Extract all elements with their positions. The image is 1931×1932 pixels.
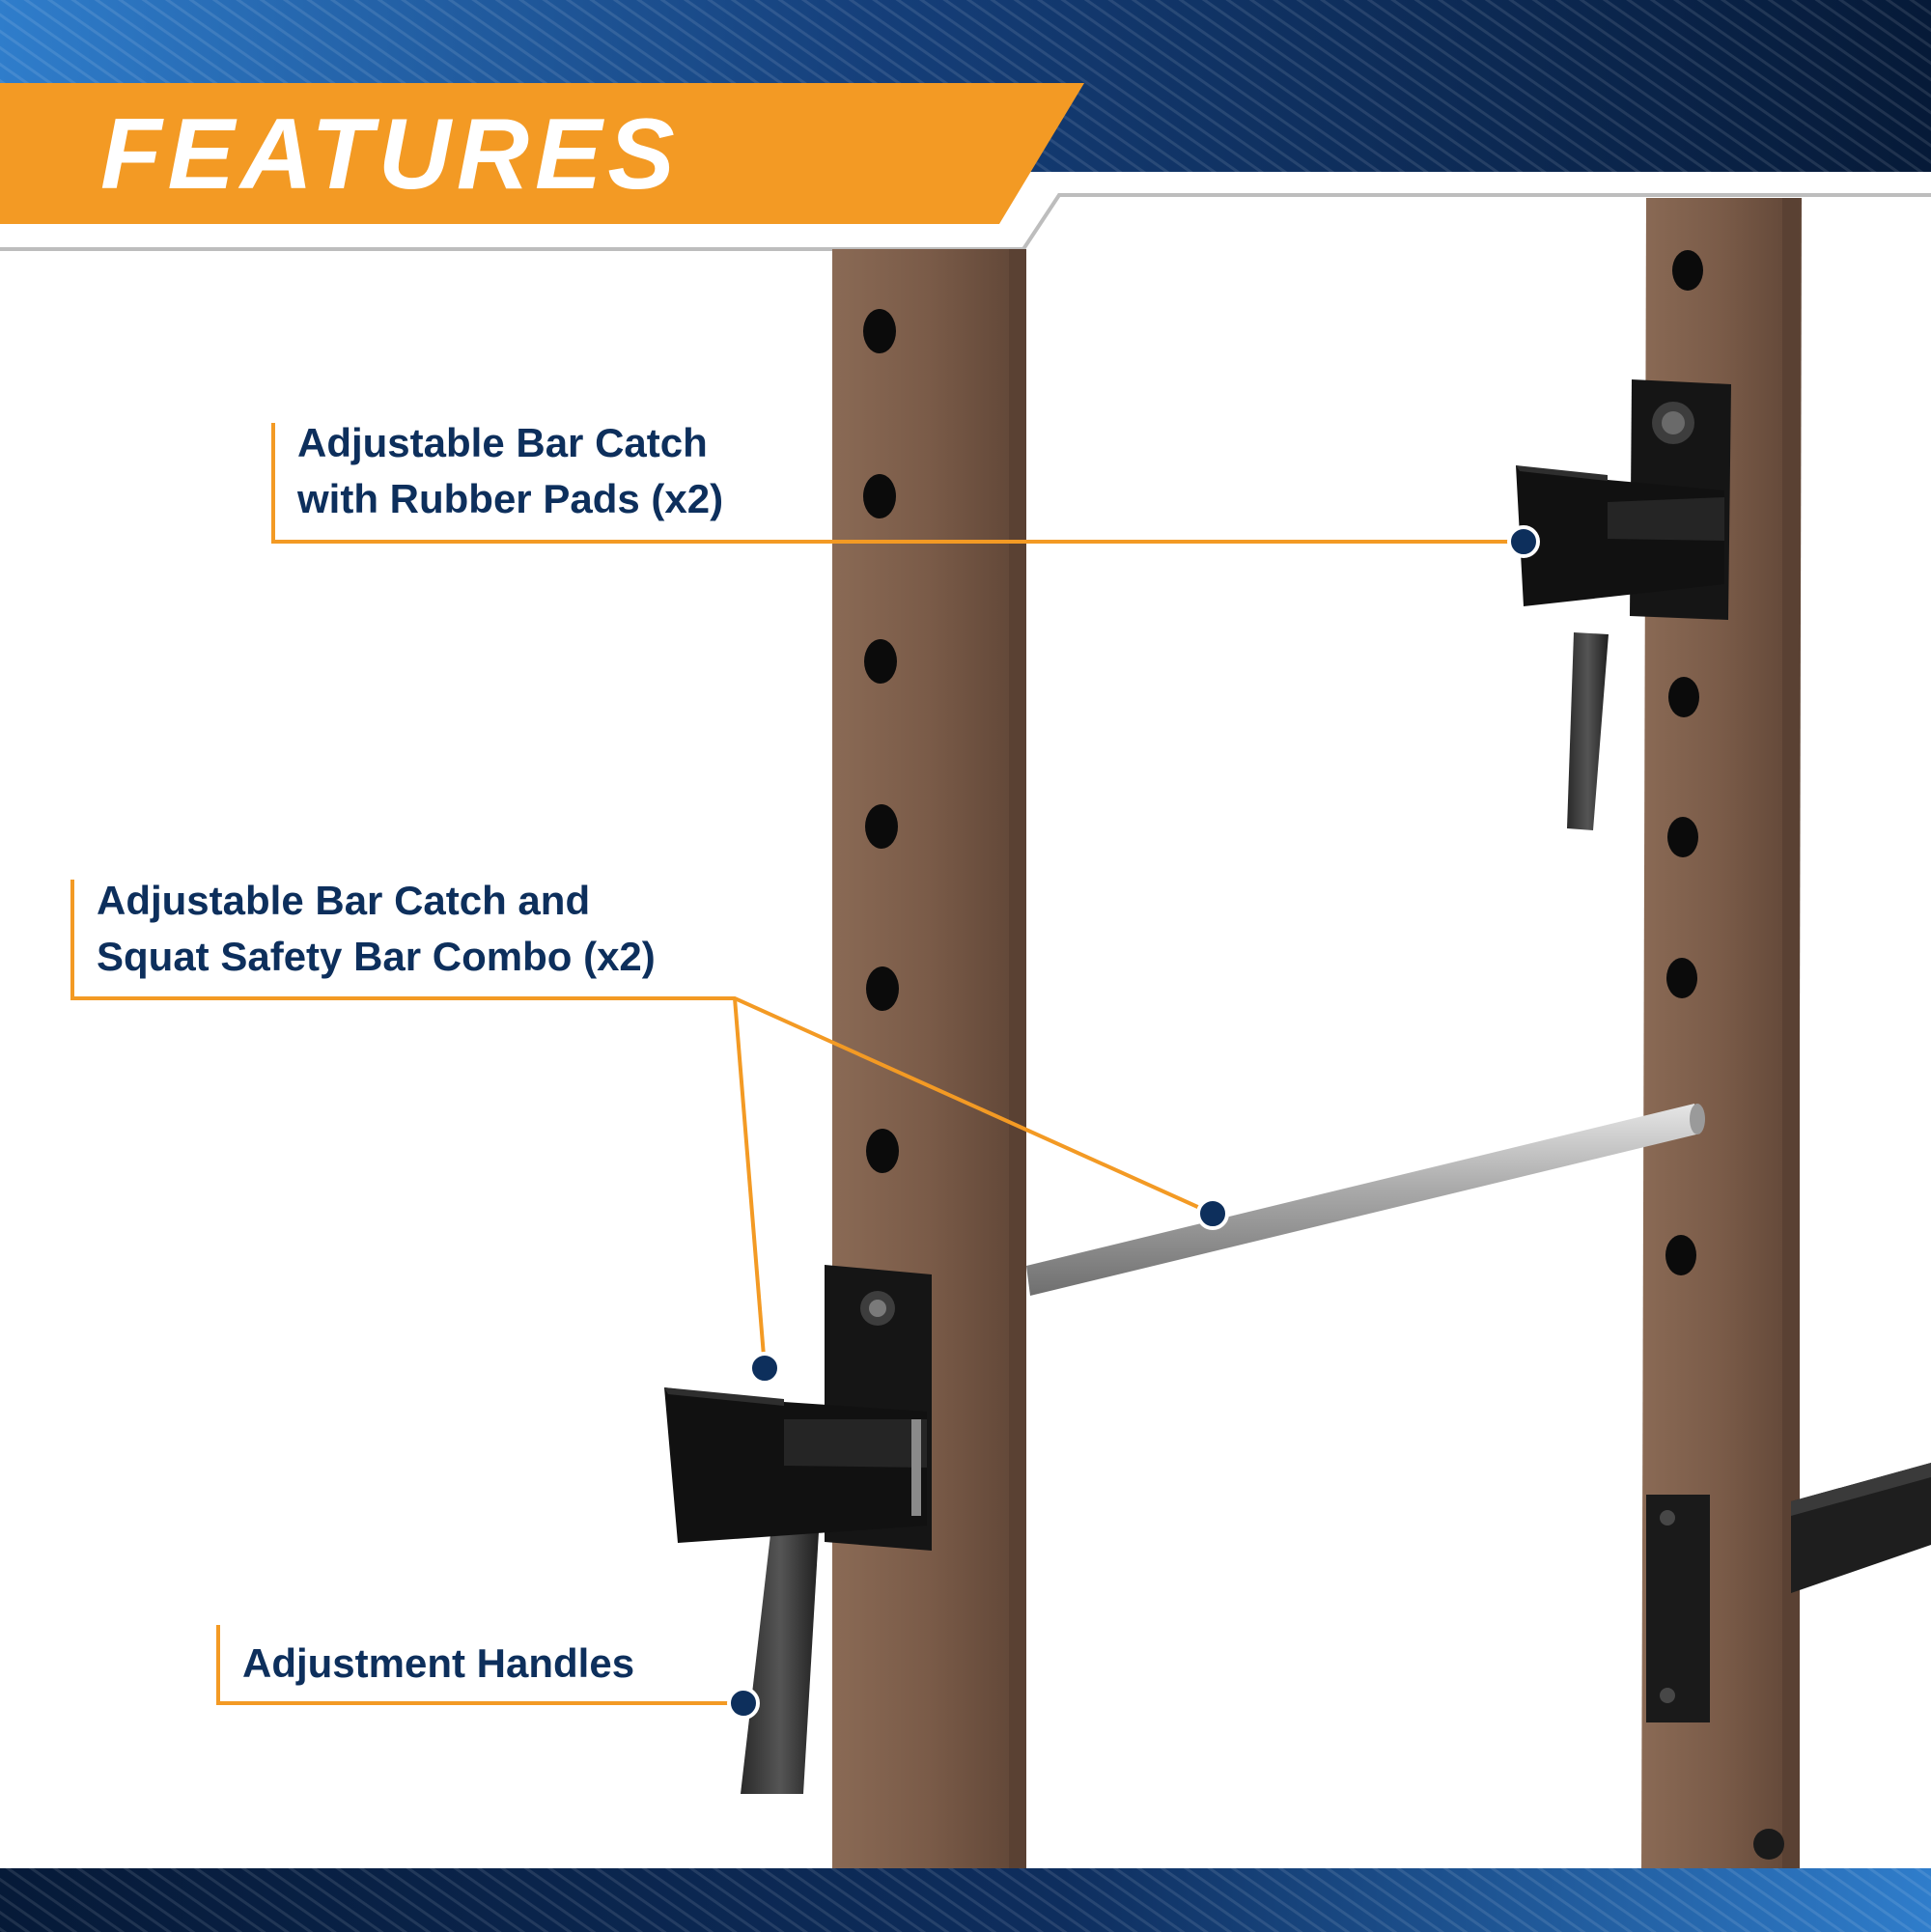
bolt-plate — [1646, 1495, 1710, 1722]
callout-1-line-1: Adjustable Bar Catch — [297, 420, 708, 465]
base-bolt — [1753, 1829, 1784, 1860]
lower-bar-catch — [664, 1265, 932, 1794]
callout-2-marker-bar — [1196, 1197, 1229, 1230]
callout-bar-catch-rubber-pads: Adjustable Bar Catch with Rubber Pads (x… — [297, 415, 723, 527]
footer-band — [0, 1868, 1931, 1932]
page-title: FEATURES — [100, 98, 681, 210]
callout-2-line-2: Squat Safety Bar Combo (x2) — [97, 934, 656, 979]
callout-3-line-1: Adjustment Handles — [242, 1640, 635, 1686]
upper-bar-catch — [1516, 379, 1731, 830]
callout-1-leader — [271, 423, 1540, 558]
callout-3-marker — [727, 1687, 760, 1720]
right-upright — [1641, 198, 1802, 1881]
callout-bar-catch-safety-combo: Adjustable Bar Catch and Squat Safety Ba… — [97, 873, 656, 985]
callout-2-line-1: Adjustable Bar Catch and — [97, 878, 591, 923]
callout-1-line-2: with Rubber Pads (x2) — [297, 476, 724, 521]
left-upright-holes — [863, 309, 899, 1173]
safety-bar — [1026, 1104, 1705, 1296]
callout-1-marker — [1507, 525, 1540, 558]
title-banner — [0, 83, 1084, 224]
header-divider-line — [0, 193, 1931, 251]
callout-adjustment-handles: Adjustment Handles — [242, 1636, 634, 1692]
right-upright-holes — [1665, 250, 1703, 1275]
callout-2-leader — [70, 880, 1229, 1385]
rear-cross-member — [1791, 1463, 1931, 1593]
callout-3-leader — [216, 1625, 760, 1720]
left-upright — [832, 249, 1026, 1881]
callout-2-marker-catch — [748, 1352, 781, 1385]
